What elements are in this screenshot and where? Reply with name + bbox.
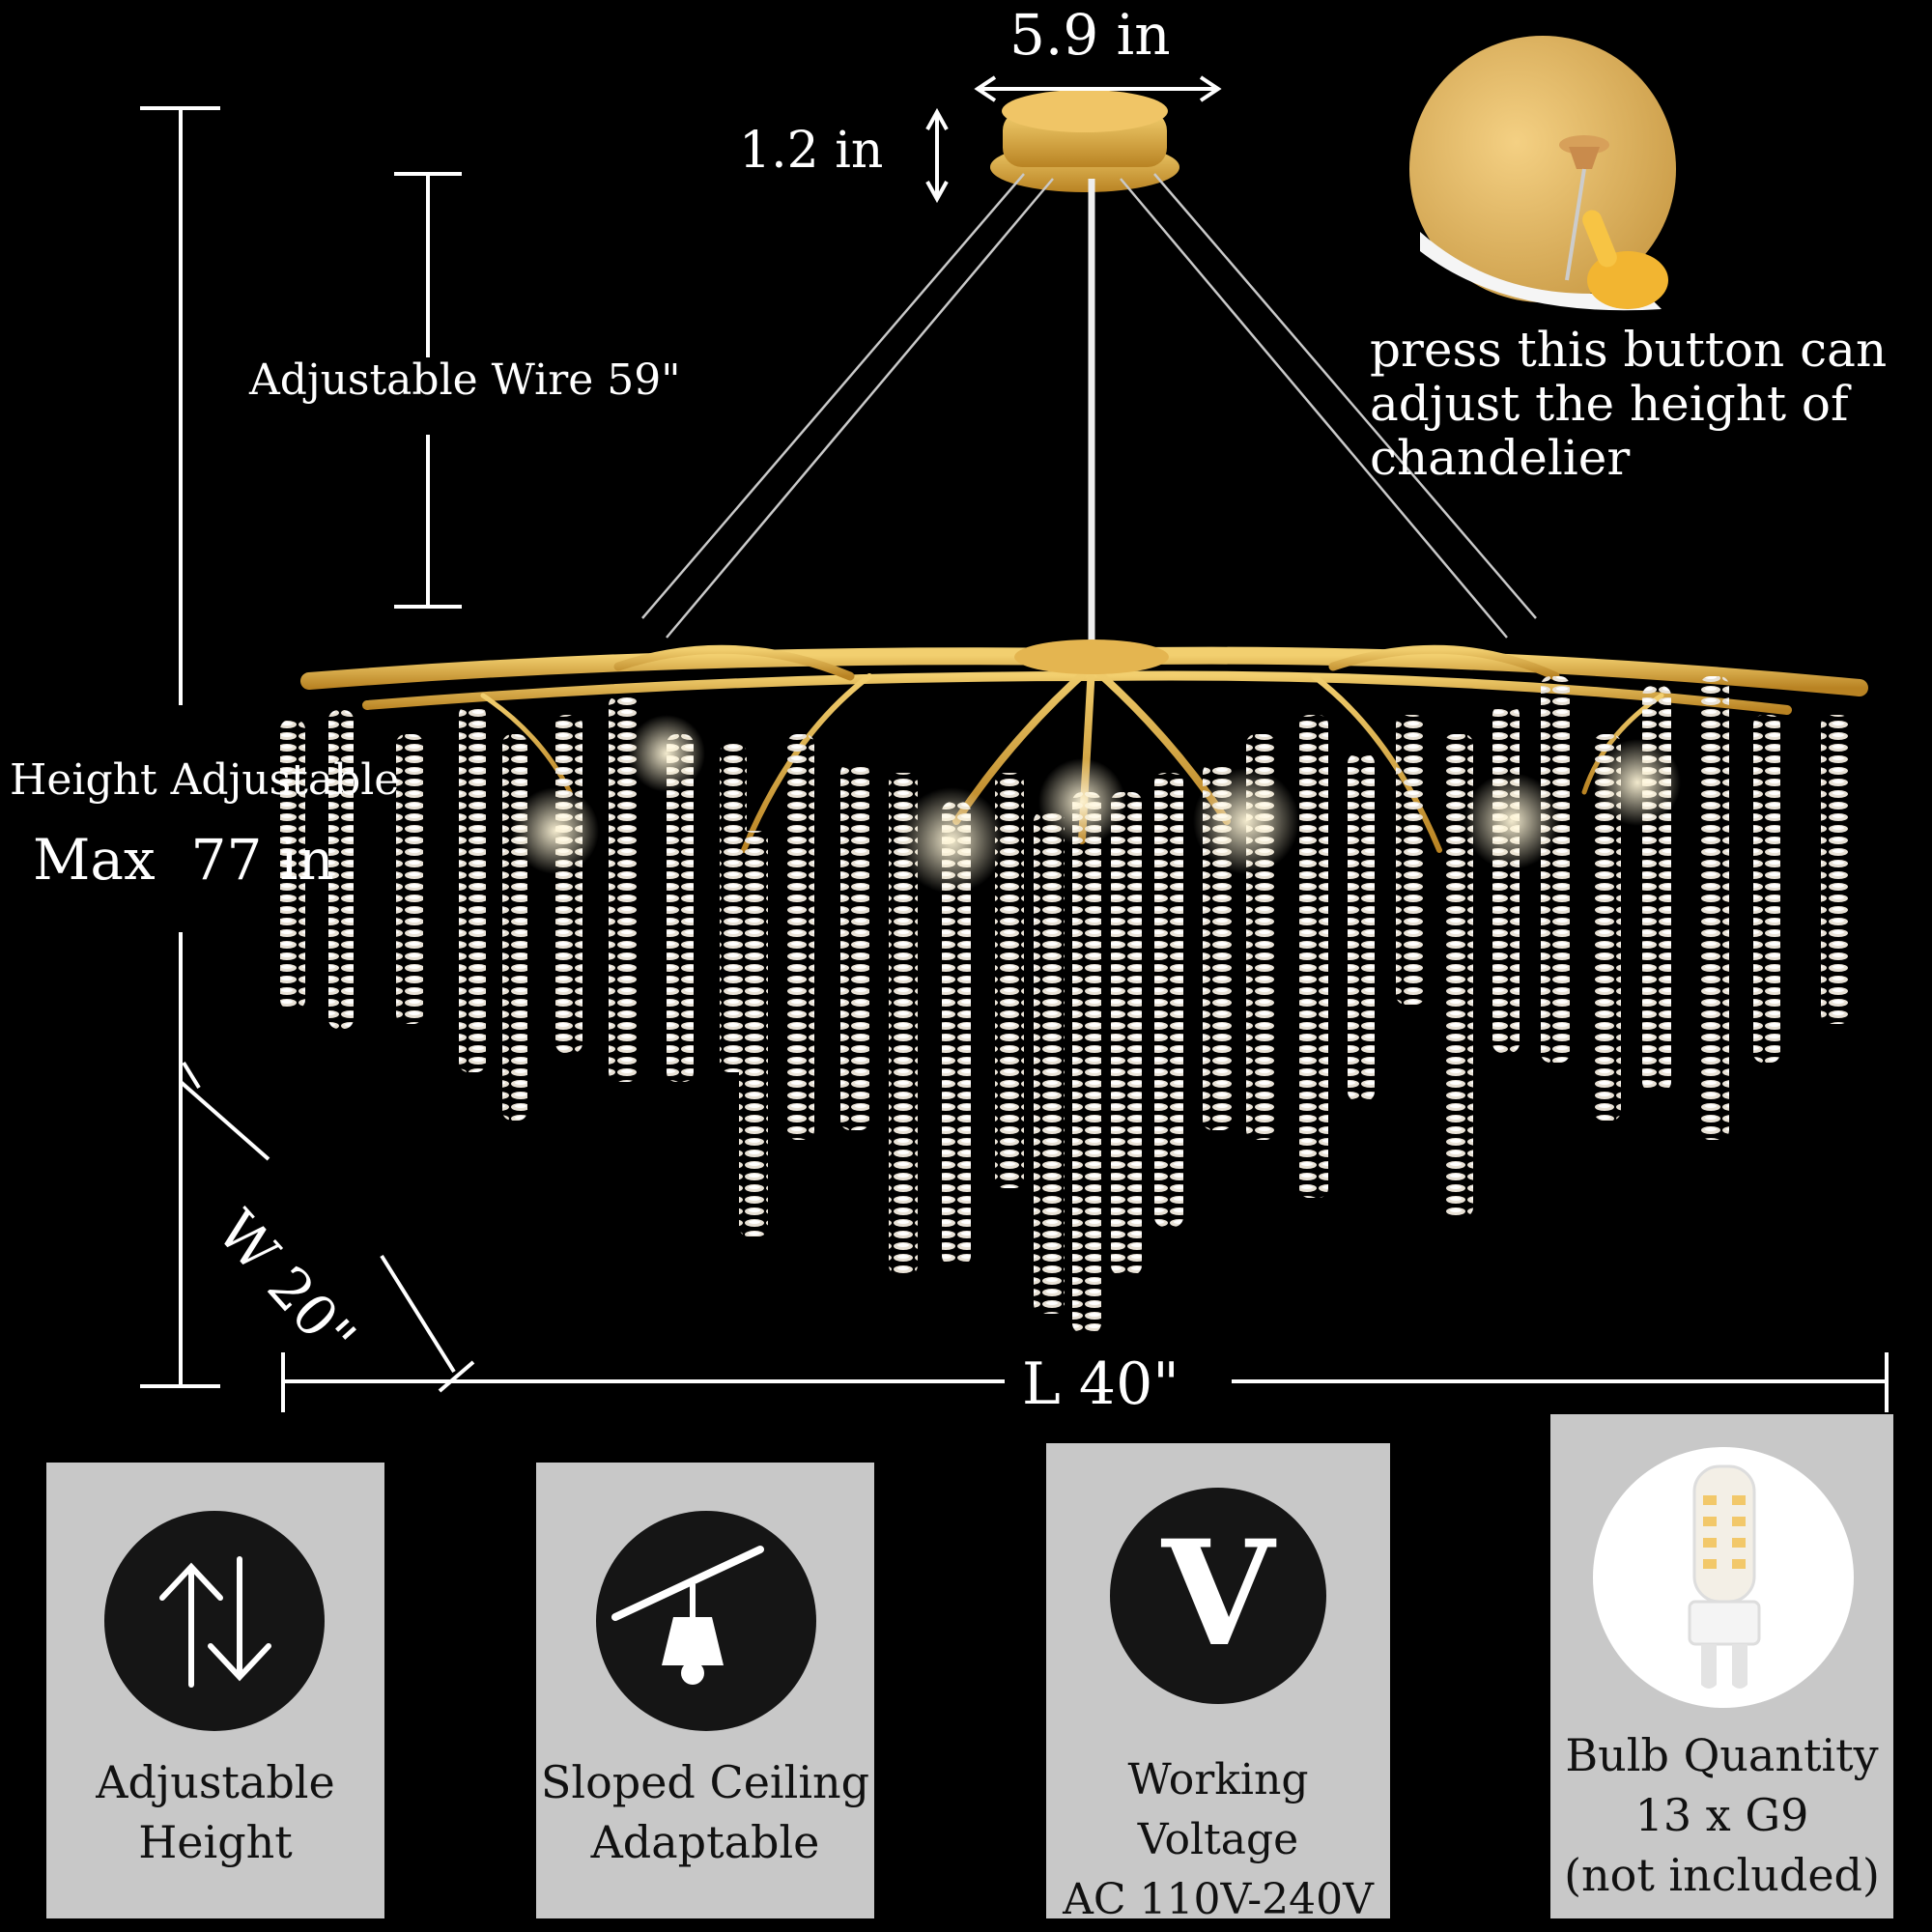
inset-note-line-2: adjust the height of (1370, 376, 1849, 432)
adjustable-wire-label: Adjustable Wire 59" (249, 355, 681, 405)
g9-bulb-icon (1688, 1464, 1761, 1689)
feature-line: Working Voltage (1127, 1755, 1309, 1864)
feature-card-adjustable-height: Adjustable Height (46, 1463, 384, 1918)
feature-line: Sloped Ceiling (540, 1756, 870, 1808)
feature-line: (not included) (1564, 1849, 1880, 1901)
length-label: L 40" (1022, 1350, 1179, 1418)
inset-note-line-1: press this button can (1370, 322, 1888, 378)
dimension-lines (140, 75, 1889, 1412)
feature-line: AC 110V-240V (1063, 1875, 1374, 1924)
feature-label-working-voltage: Working Voltage AC 110V-240V (1046, 1750, 1390, 1930)
feature-line: Adjustable (96, 1756, 335, 1808)
inset-note: press this button can adjust the height … (1370, 323, 1887, 485)
feature-line: Adaptable (590, 1816, 820, 1868)
voltage-icon-circle: V (1110, 1488, 1326, 1704)
center-hub (1014, 639, 1169, 674)
bulb-glows (512, 715, 1681, 894)
feature-card-sloped-ceiling: Sloped Ceiling Adaptable (536, 1463, 874, 1918)
feature-line: Bulb Quantity (1565, 1729, 1879, 1781)
inset-note-line-3: chandelier (1370, 430, 1631, 486)
feature-card-bulb-quantity: Bulb Quantity 13 x G9 (not included) (1550, 1414, 1893, 1918)
adjustable-height-icon-circle (104, 1511, 325, 1731)
canopy (990, 90, 1179, 192)
sloped-ceiling-lamp-icon (611, 1546, 764, 1685)
canopy-width-label: 5.9 in (1009, 2, 1171, 68)
canopy-height-label: 1.2 in (739, 122, 884, 180)
sloped-ceiling-icon-circle (596, 1511, 816, 1731)
feature-label-adjustable-height: Adjustable Height (46, 1752, 384, 1872)
up-down-arrows-icon (159, 1556, 271, 1688)
feature-label-sloped-ceiling: Sloped Ceiling Adaptable (536, 1752, 874, 1872)
height-adjustable-label: Height Adjustable (10, 755, 400, 805)
feature-line: 13 x G9 (1634, 1789, 1809, 1841)
height-max-label: Max 77 in (33, 827, 334, 893)
feature-card-working-voltage: V Working Voltage AC 110V-240V (1046, 1443, 1390, 1924)
feature-line: Height (138, 1816, 293, 1868)
suspension-wires (641, 173, 1537, 647)
voltage-v-icon: V (1161, 1509, 1275, 1679)
pointing-hand-icon (1582, 210, 1668, 309)
bulb-icon-circle (1593, 1447, 1854, 1708)
feature-label-bulb-quantity: Bulb Quantity 13 x G9 (not included) (1550, 1725, 1893, 1905)
